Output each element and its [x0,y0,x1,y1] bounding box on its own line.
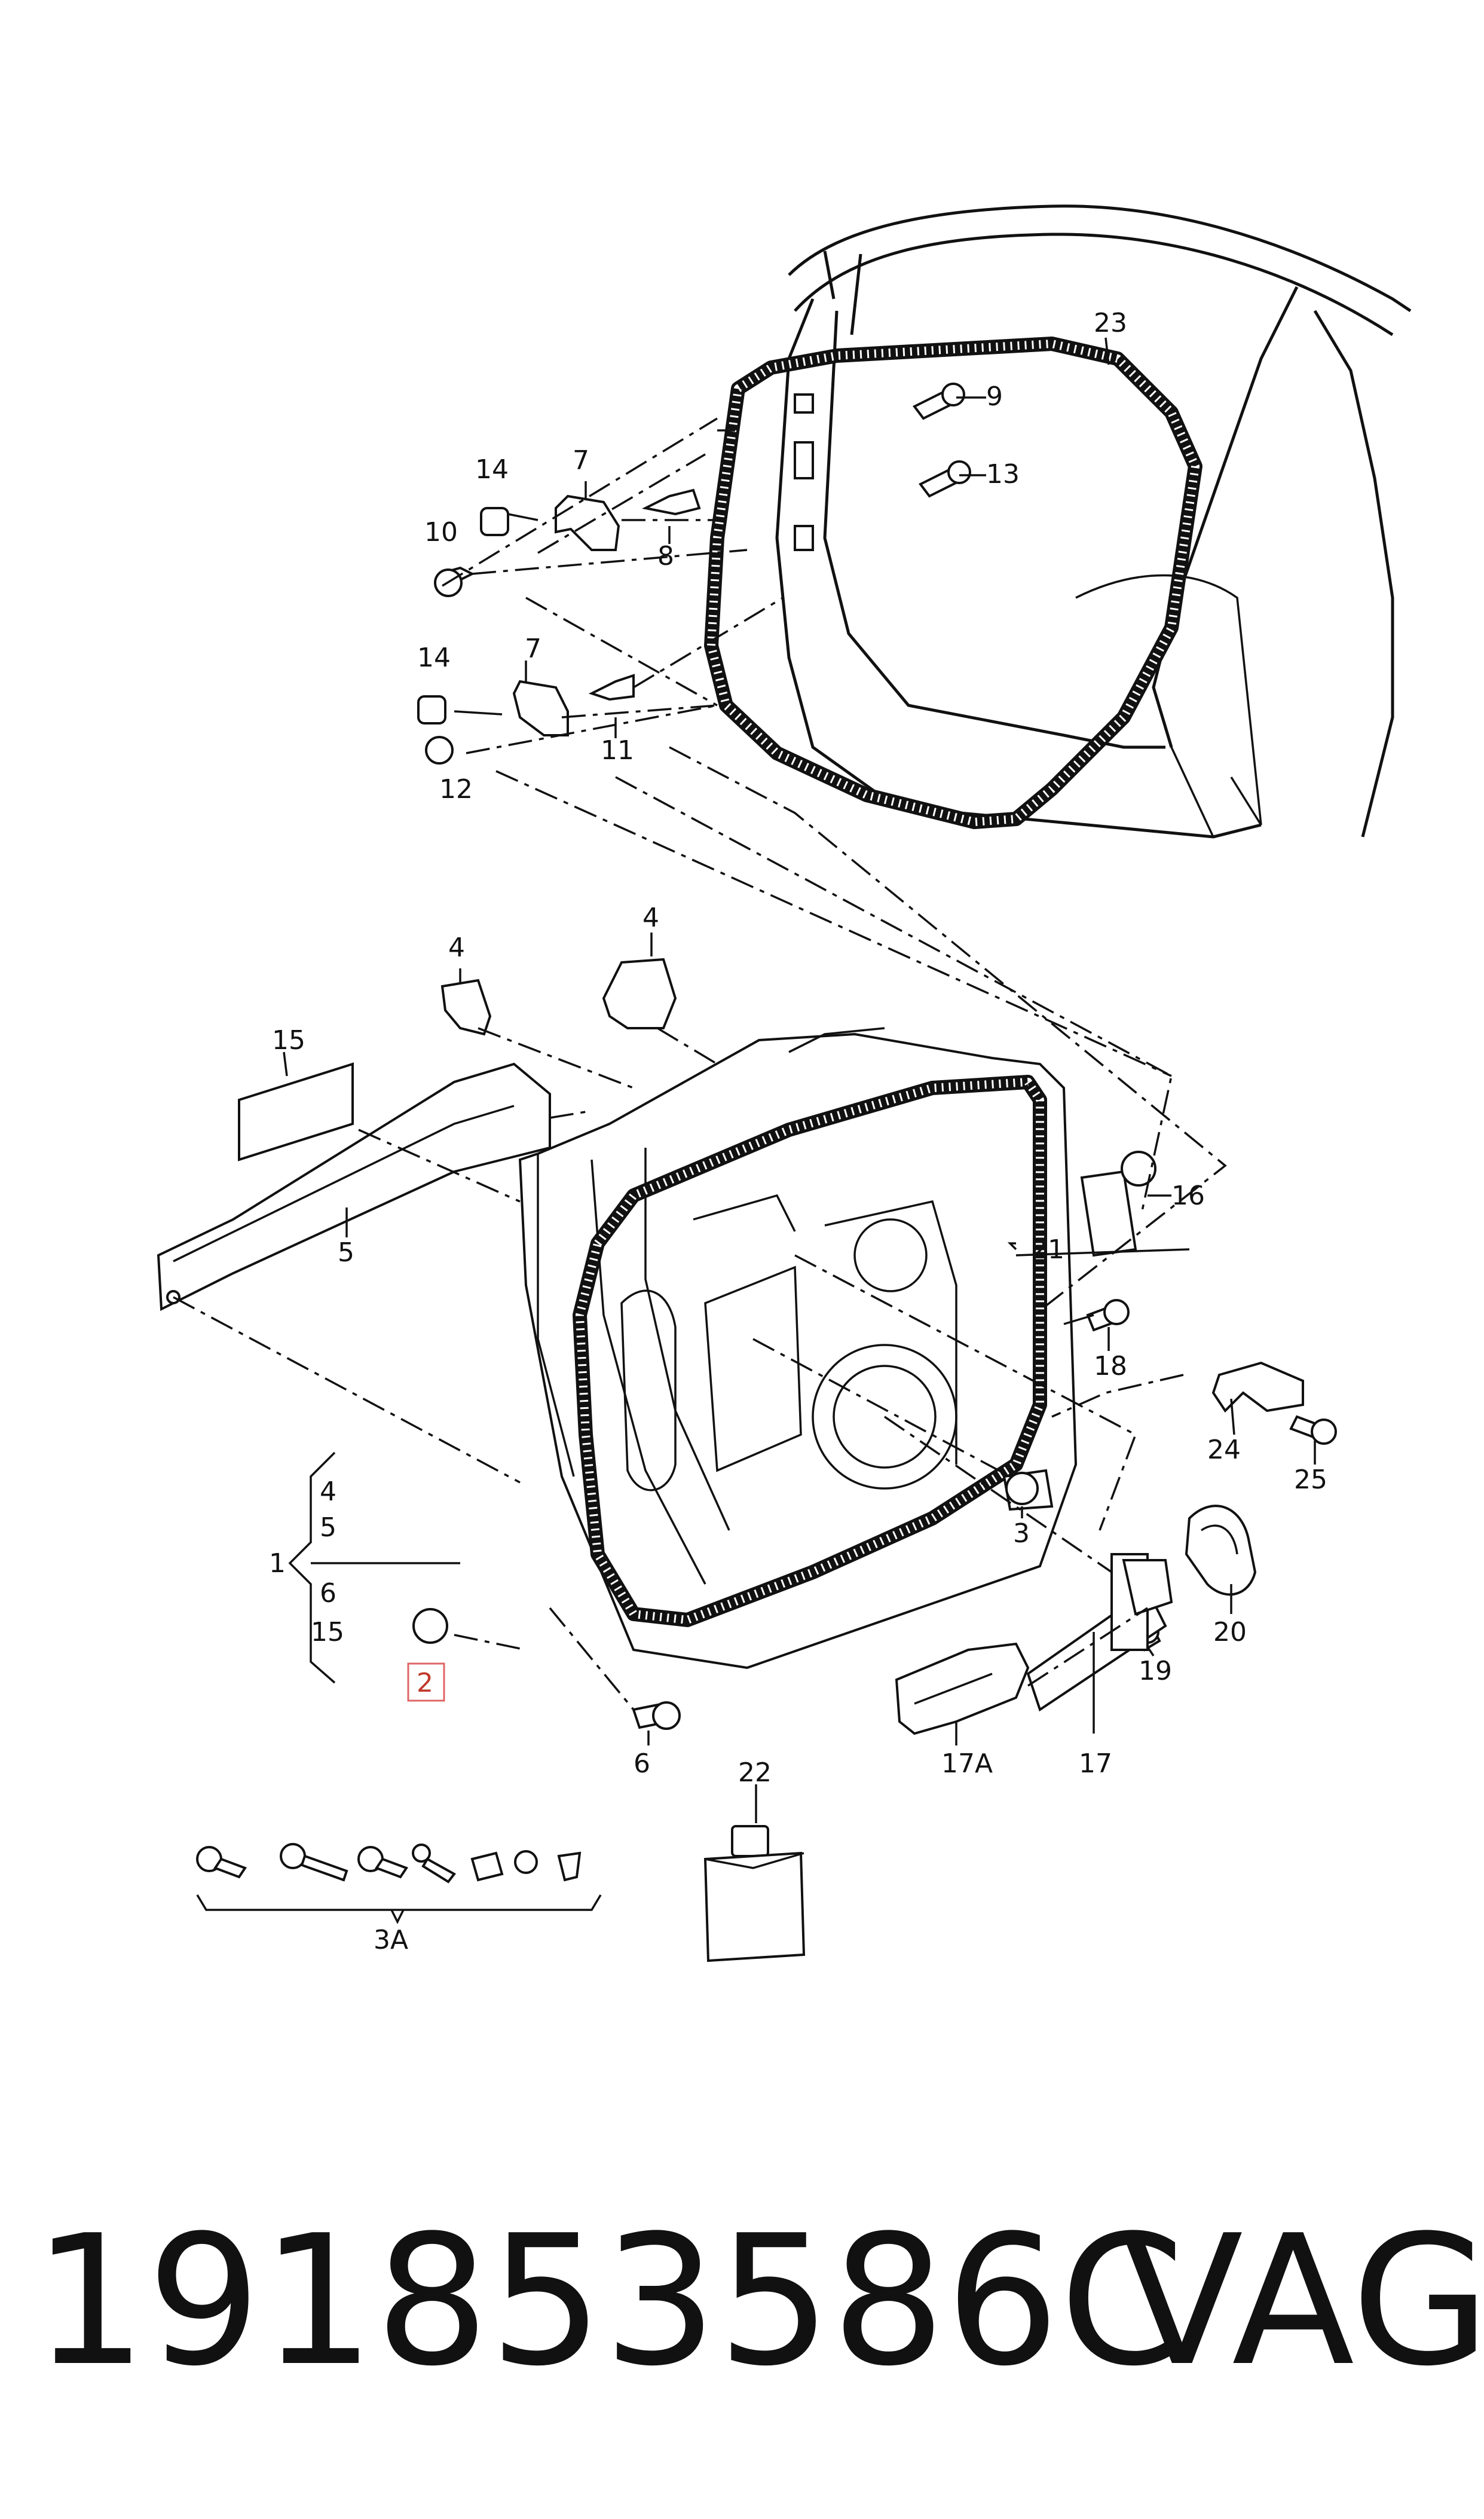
guide-brackets [440,958,677,1036]
callout-6: 6 [634,1748,650,1779]
callout-10: 10 [424,517,458,548]
callout-14-upper: 14 [475,454,509,485]
callout-20: 20 [1213,1617,1247,1647]
lower-hinge-assembly [417,674,635,765]
assembly-lines [173,417,1227,1711]
callout-2: 2 [417,1668,433,1698]
callout-16: 16 [1171,1181,1205,1211]
adhesive-bottle [703,1825,806,1962]
callout-24: 24 [1207,1435,1241,1465]
callout-17a: 17A [941,1748,993,1779]
callout-17: 17 [1079,1748,1112,1779]
leader-lines [283,337,1316,1823]
bumper-3 [1002,1469,1054,1511]
fastener-kit-3a [196,1843,602,1924]
door-opening-seal [704,337,1203,829]
callout-12: 12 [439,774,473,805]
callout-11: 11 [601,735,634,766]
callout-9: 9 [986,381,1003,412]
door-reinforcement [157,1062,551,1312]
callout-7-upper: 7 [573,445,589,476]
callout-5: 5 [338,1237,354,1268]
car-body-frame [775,204,1412,839]
callout-15: 15 [272,1025,305,1056]
callout-22: 22 [738,1757,772,1788]
callout-4-right: 4 [642,903,659,933]
bolt-6 [632,1701,681,1730]
brand-name: VAG [1121,2197,1484,2405]
group-1-brace [288,1451,460,1684]
group-1-item-4: 4 [320,1476,336,1507]
callout-21: 21 [1031,1234,1064,1265]
door-shell [518,1027,1078,1670]
highlight-box-2 [407,1662,445,1702]
door-check-strap [1026,1553,1173,1712]
callout-1: 1 [269,1548,286,1579]
group-1-item-15: 15 [311,1617,344,1647]
group-1-item-5: 5 [320,1512,336,1543]
callout-8: 8 [657,541,674,571]
callout-3: 3 [1013,1518,1030,1549]
callout-3a: 3A [374,1925,408,1955]
callout-labels: 23 9 13 14 7 10 8 14 7 11 12 4 4 15 5 16… [269,308,1327,1955]
callout-19: 19 [1139,1656,1172,1686]
plug-2 [412,1608,448,1644]
body-bolts [912,383,971,498]
part-number: 191853586C [33,2197,1185,2405]
callout-7-lower: 7 [525,634,541,664]
group-1-item-6: 6 [320,1578,336,1609]
callout-13: 13 [986,459,1020,490]
callout-14-lower: 14 [417,643,451,673]
grommet-16 [1080,1151,1156,1257]
callout-23: 23 [1094,308,1127,338]
check-strap-cover [895,1642,1030,1735]
callout-18: 18 [1094,1351,1127,1381]
callout-25: 25 [1294,1465,1327,1495]
cover-20 [1185,1505,1257,1596]
callout-4-left: 4 [448,933,465,963]
